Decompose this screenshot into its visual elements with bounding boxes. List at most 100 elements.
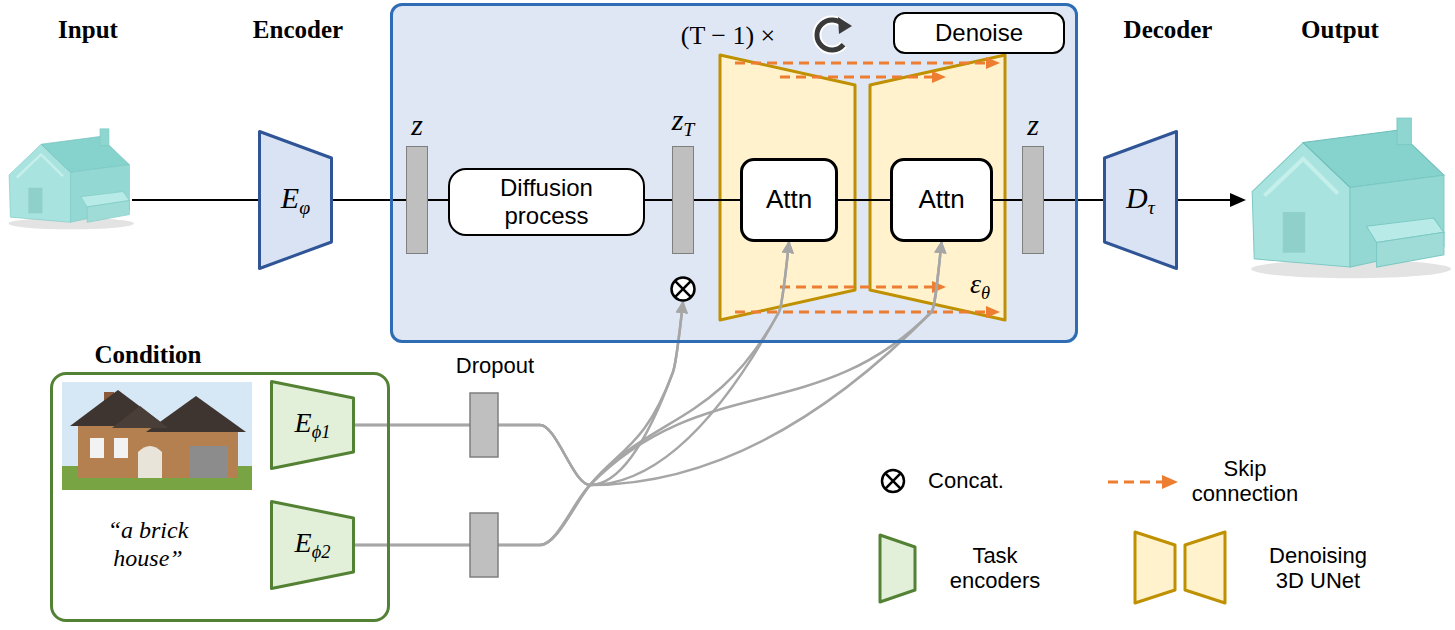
encoder-trapezoid: Eφ [258,130,333,270]
math-label: Dτ [1126,181,1155,219]
house-porch [87,201,129,223]
concat-symbol [668,254,698,302]
math-label: Eϕ1 [295,407,331,443]
math-label: z [1027,108,1039,143]
photo-window [114,438,128,458]
house-trim [17,154,63,177]
math-subscript: φ [299,196,310,218]
photo-roof [112,406,168,428]
house-door [28,188,42,214]
output-wire [1178,199,1232,201]
brick-house-photo [62,382,252,490]
house-door [1283,212,1305,253]
latent-bar: z [406,146,428,254]
data-flow-line [333,199,406,201]
legend-holder: Skip connection [1180,456,1310,507]
house-wall [1350,175,1444,267]
heading-holder: z [1027,108,1039,148]
diffusion-process-box: Diffusion process [448,168,645,236]
data-flow-line [694,199,740,201]
data-flow-line [993,199,1022,201]
input-wire [132,199,258,201]
photo-garage [190,446,228,478]
condition-arrow [355,302,683,545]
node-text: (T − 1) × [681,21,776,51]
unet-symbol [1135,532,1175,603]
concat-symbol [885,473,901,489]
skip-arrowhead [932,281,946,293]
skip-symbol [1162,475,1178,489]
math-label: zT [672,103,695,141]
math-symbol: E [281,181,299,214]
math-label: Eφ [281,181,310,219]
dropout-bar [470,393,498,457]
node-text: Attn [766,185,812,215]
output-arrowhead [1230,193,1246,207]
photo-sky [62,382,252,490]
node-text: “a brick house” [92,517,204,572]
connectors [333,200,1103,545]
legend-text: Task encoders [940,543,1050,594]
math-symbol: E [295,527,312,558]
trapezoid-shape [272,382,354,469]
condition-arrow [355,242,942,485]
skip-line [735,62,988,65]
label-holder: εθ [970,268,990,304]
concat-cross [675,281,691,297]
house-trim [1264,159,1337,196]
loop-arrowhead [838,17,852,34]
column-heading: Input [58,16,118,45]
trapezoid-shape [260,132,332,269]
math-subscript: ϕ2 [312,542,331,562]
attention-box: Attn [890,158,993,242]
concat-circle [672,278,695,301]
trapezoid-shape [272,502,354,589]
panel-fill [390,3,1078,343]
skip-arrowhead [932,71,946,83]
photo-entrance [138,446,162,478]
column-heading: Encoder [253,16,343,45]
math-label: z [411,108,423,143]
concat-symbol [885,473,901,489]
house-chimney [1397,118,1411,145]
condition-arrow [355,242,942,545]
data-flow-line [428,199,448,201]
house-chimney [100,129,109,146]
data-flow-line [1044,199,1103,201]
math-subscript: τ [1148,196,1155,218]
heading-holder: zT [672,103,695,146]
condition-arrow [355,242,789,485]
node-text: Attn [918,185,964,215]
column-heading: Output [1301,16,1379,45]
noise-predictor-symbol: εθ [970,268,990,304]
node-text: Diffusion process [487,174,607,229]
condition-panel: Eϕ1Eϕ2Condition“a brick house” [50,372,390,622]
legend-holder: Task encoders [940,543,1050,594]
legend-holder: Concat. [928,468,1004,493]
math-symbol: z [1027,108,1039,141]
label-holder: Output [1301,16,1379,45]
legend-text: Denoising 3D UNet [1257,543,1379,594]
dropout-bar [470,513,498,577]
heading-holder: z [411,108,423,148]
math-symbol: E [295,407,312,438]
math-subscript: T [683,118,694,140]
label-holder: Encoder [253,16,343,45]
skip-connections [735,57,1000,318]
math-label: Eϕ2 [295,527,331,563]
loop-icon [817,17,852,50]
skip-symbol [1108,481,1164,484]
label-holder: Dropout [456,353,534,378]
dropout-label: Dropout [456,353,534,378]
concat-cross [675,281,691,297]
input-house [8,129,133,229]
unet-encoder-half [720,55,855,320]
math-symbol: z [672,103,684,136]
skip-arrowhead [986,57,1000,69]
legend-text: Skip connection [1180,456,1310,507]
decoder-trapezoid: Dτ [1103,130,1178,270]
math-symbol: z [411,108,423,141]
